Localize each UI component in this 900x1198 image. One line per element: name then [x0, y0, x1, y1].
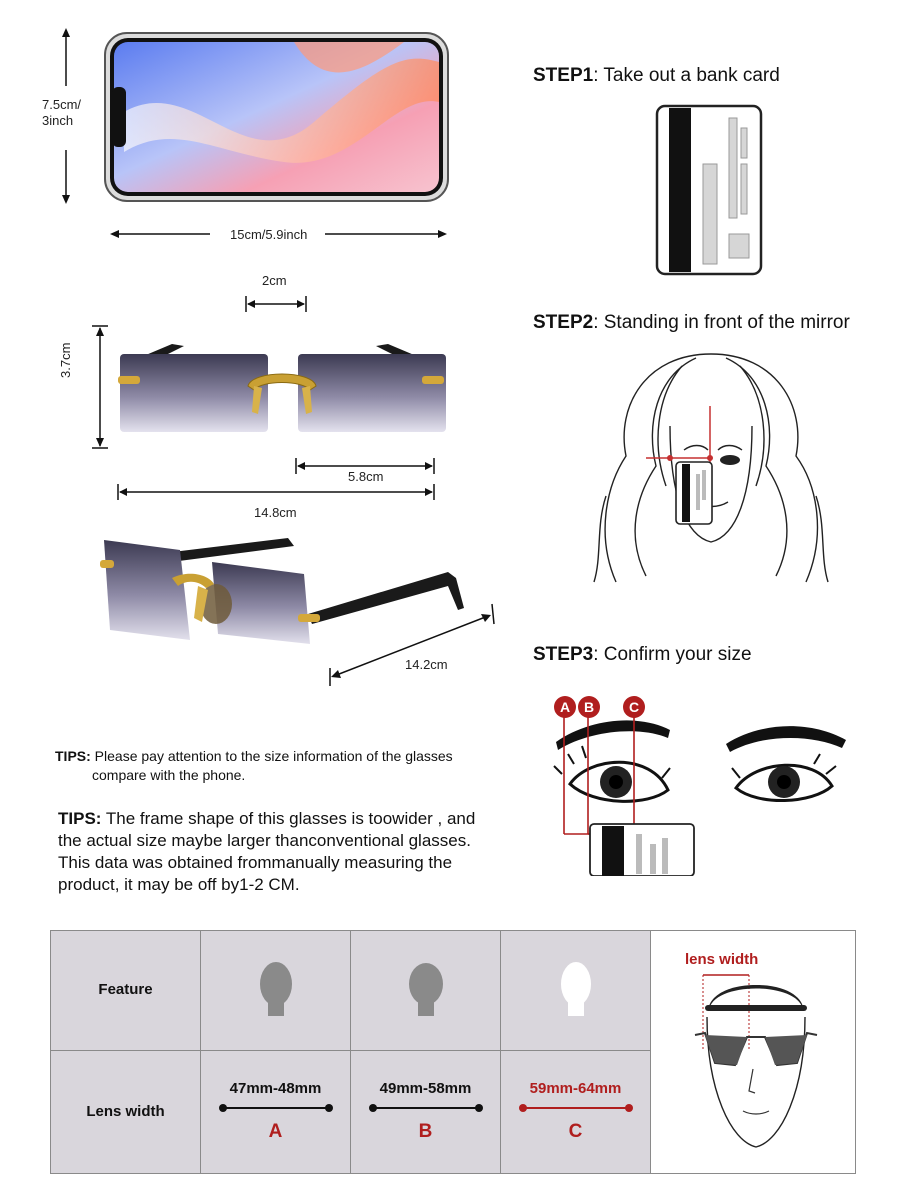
marker-c: C: [623, 696, 645, 718]
size-range-c: 59mm-64mm: [529, 1080, 622, 1098]
table-row: Lens width 47mm-48mm A 49mm-58mm B 59mm-…: [50, 1049, 856, 1175]
mirror-face-illustration: [586, 346, 836, 590]
size-range-a: 47mm-48mm: [229, 1080, 322, 1098]
size-letter-c: C: [568, 1121, 583, 1143]
step1-title: STEP1: [533, 65, 594, 86]
size-letter-a: A: [268, 1121, 283, 1143]
size-range-b: 49mm-58mm: [379, 1080, 472, 1098]
phone-width-arrow: [110, 230, 447, 238]
step2-text: : Standing in front of the mirror: [593, 312, 850, 333]
temple-length-label: 14.2cm: [405, 657, 448, 672]
tips-phone-comparison: TIPS: Please pay attention to the size i…: [55, 747, 495, 785]
lens-width-illustration-label: lens width: [685, 951, 759, 968]
feature-cell-a: [200, 930, 351, 1051]
lens-width-arrow: [295, 458, 435, 474]
tips-big-label: TIPS:: [58, 809, 102, 828]
phone-dimension-arrow-vertical: [62, 28, 70, 204]
marker-a: A: [554, 696, 576, 718]
step1-text: : Take out a bank card: [593, 65, 780, 86]
table-row: Feature lens width: [50, 930, 856, 1174]
step3-heading: STEP3: Confirm your size: [533, 644, 752, 666]
bank-card-image: [655, 104, 763, 276]
phone-image: [104, 32, 449, 202]
step1-heading: STEP1: Take out a bank card: [533, 65, 780, 87]
total-width-label: 14.8cm: [254, 505, 297, 520]
glasses-side-image: [98, 530, 470, 648]
feature-label-cell: Feature: [50, 930, 201, 1051]
step2-title: STEP2: [533, 312, 594, 333]
phone-width-label: 15cm/5.9inch: [230, 227, 308, 242]
tips-small-text2: compare with the phone.: [92, 767, 246, 783]
lens-width-illustration-cell: lens width: [650, 930, 856, 1174]
size-bar-b: [368, 1103, 483, 1113]
head-icon-c: [560, 961, 591, 1016]
head-with-glasses-illustration: [694, 974, 818, 1148]
tips-big-line4: product, it may be off by1-2 CM.: [58, 875, 300, 894]
feature-label: Feature: [98, 981, 153, 999]
glasses-front-image: [112, 334, 447, 438]
bridge-width-label: 2cm: [262, 273, 287, 288]
marker-b: B: [578, 696, 600, 718]
tips-big-line2: the actual size maybe larger thanconvent…: [58, 831, 471, 850]
step3-text: : Confirm your size: [593, 644, 752, 665]
lens-width-label: 5.8cm: [348, 469, 384, 484]
size-bar-c: [518, 1103, 633, 1113]
step2-heading: STEP2: Standing in front of the mirror: [533, 312, 850, 334]
size-cell-c: 59mm-64mm C: [500, 1049, 651, 1175]
step3-title: STEP3: [533, 644, 594, 665]
phone-height-label: 7.5cm/ 3inch: [42, 97, 82, 128]
tips-big-line3: This data was obtained frommanually meas…: [58, 853, 453, 872]
size-table: Feature lens width: [50, 930, 856, 1175]
lens-width-row-label: Lens width: [86, 1102, 165, 1120]
tips-small-label: TIPS:: [55, 748, 91, 764]
head-icon-a: [259, 961, 292, 1016]
total-width-arrow: [117, 484, 435, 500]
feature-cell-b: [350, 930, 501, 1051]
temple-length-arrow: [329, 603, 495, 686]
size-letter-b: B: [418, 1121, 433, 1143]
bridge-width-arrow: [245, 296, 307, 312]
head-icon-b: [408, 962, 443, 1016]
eyes-measure-illustration: A B C: [550, 694, 850, 877]
tips-frame-size: TIPS: The frame shape of this glasses is…: [58, 808, 498, 896]
frame-height-label: 3.7cm: [58, 342, 73, 378]
size-cell-a: 47mm-48mm A: [200, 1049, 351, 1175]
frame-height-arrow: [92, 325, 108, 449]
size-cell-b: 49mm-58mm B: [350, 1049, 501, 1175]
tips-big-line1: The frame shape of this glasses is toowi…: [101, 809, 476, 828]
size-bar-a: [218, 1103, 333, 1113]
feature-cell-c: [500, 930, 651, 1051]
tips-small-text1: Please pay attention to the size informa…: [90, 748, 453, 764]
lens-width-label-cell: Lens width: [50, 1049, 201, 1175]
